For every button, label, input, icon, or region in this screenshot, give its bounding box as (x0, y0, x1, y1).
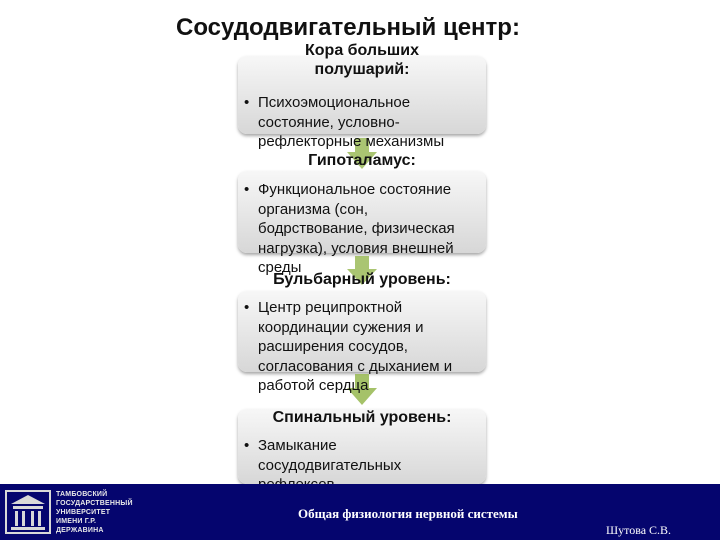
slide-title: Сосудодвигательный центр: (176, 14, 520, 41)
university-logo-icon (5, 490, 51, 534)
level-title-spinal: Спинальный уровень: (272, 409, 452, 426)
level-title-hypothalamus: Гипоталамус: (308, 152, 416, 169)
bullet-icon: • (244, 181, 250, 198)
body-line: Центр реципроктной (258, 299, 403, 316)
level-box-bulbar (238, 291, 486, 372)
body-line: Замыкание (258, 437, 337, 454)
down-arrow-icon (347, 138, 377, 169)
body-line: сосудодвигательных (258, 456, 402, 474)
body-line: работой сердца (258, 377, 369, 394)
body-line: состояние, условно- (258, 113, 400, 131)
down-arrow-icon (347, 256, 377, 285)
body-line: бодрствование, физическая (258, 220, 455, 237)
body-line: Психоэмоциональное (258, 94, 411, 111)
bullet-icon: • (244, 299, 250, 316)
bullet-icon: • (244, 94, 250, 111)
level-box-spinal (238, 409, 486, 484)
body-line: координации сужения и (258, 318, 424, 336)
university-name: ТАМБОВСКИЙ ГОСУДАРСТВЕННЫЙ УНИВЕРСИТЕТ И… (56, 491, 133, 534)
body-line: нагрузка), условия внешней (258, 239, 454, 257)
body-line: согласования с дыханием и (258, 357, 453, 375)
level-body-cortex: •Психоэмоциональное состояние, условно- … (244, 93, 480, 152)
body-line: среды (258, 259, 302, 276)
body-line: Функциональное состояние (258, 181, 452, 198)
bullet-icon: • (244, 437, 250, 454)
course-title: Общая физиология нервной системы (298, 506, 518, 521)
body-line: организма (сон, (258, 200, 368, 218)
level-title-bulbar: Бульбарный уровень: (273, 271, 451, 288)
body-line: рефлекторные механизмы (258, 133, 445, 150)
level-box-cortex (238, 56, 486, 134)
level-title-cortex: Кора больших полушарий: (305, 42, 419, 78)
author-name: Шутова С.В. (606, 523, 672, 537)
level-body-bulbar: • Центр реципроктной координации сужения … (244, 298, 480, 396)
level-body-hypothalamus: • Функциональное состояние организма (сон… (244, 180, 480, 278)
level-box-hypothalamus (238, 171, 486, 253)
down-arrow-icon (347, 374, 377, 405)
footer-bar (0, 484, 720, 540)
body-line: расширения сосудов, (258, 338, 408, 355)
